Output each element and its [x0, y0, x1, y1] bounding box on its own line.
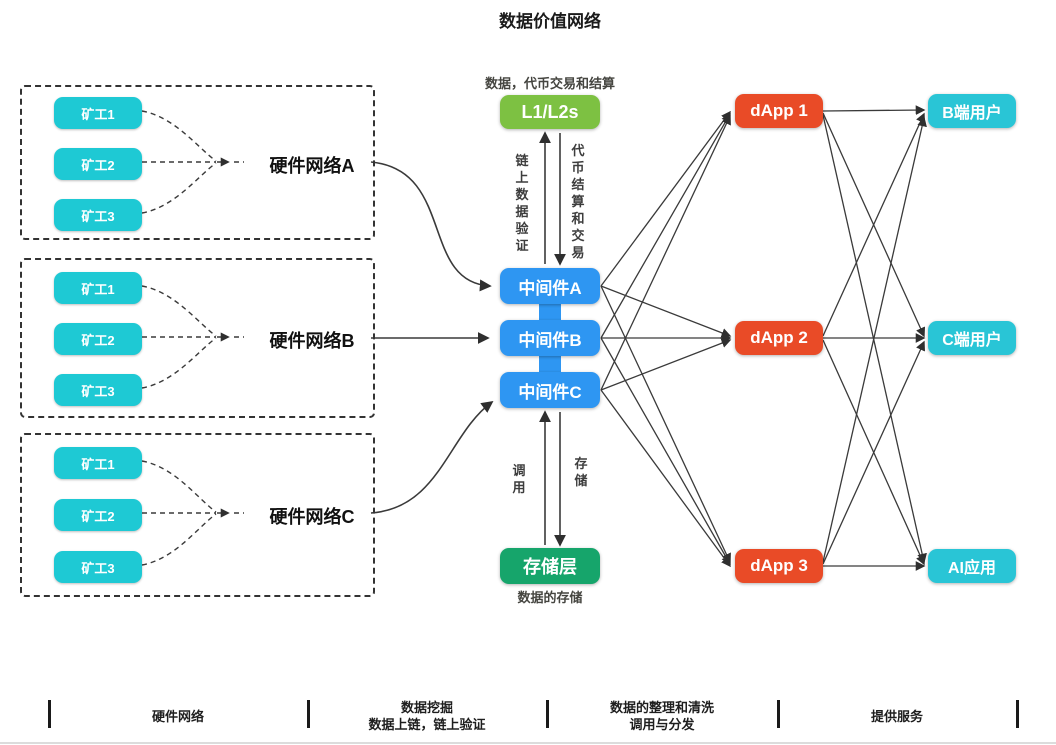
storage-layer-node: 存储层: [500, 548, 600, 584]
legend-data-cleaning: 数据的整理和清洗 调用与分发: [542, 699, 782, 733]
miner-node: 矿工3: [54, 551, 142, 583]
legend-line: 提供服务: [870, 708, 923, 724]
miner-node: 矿工2: [54, 148, 142, 180]
bottom-border: [0, 742, 1056, 744]
legend-line: 硬件网络: [151, 708, 204, 724]
middleware-c-node: 中间件C: [500, 372, 600, 408]
legend-data-mining: 数据挖掘 数据上链，链上验证: [307, 699, 547, 733]
token-settle-trade-label: 代币结算和交易: [571, 143, 585, 260]
middleware-a-node: 中间件A: [500, 268, 600, 304]
legend-line: 数据上链，链上验证: [368, 717, 486, 732]
diagram-title: 数据价值网络: [499, 12, 601, 31]
l1-l2s-node: L1/L2s: [500, 95, 600, 129]
c-end-users-node: C端用户: [928, 321, 1016, 355]
middleware-b-node: 中间件B: [500, 320, 600, 356]
hardware-network-a-group: 矿工1 矿工2 矿工3 硬件网络A: [20, 85, 375, 240]
legend-divider: [546, 700, 549, 728]
hardware-network-label: 硬件网络A: [269, 156, 355, 176]
miner-node: 矿工1: [54, 447, 142, 479]
hardware-network-label: 硬件网络C: [269, 507, 355, 527]
b-end-users-node: B端用户: [928, 94, 1016, 128]
call-label: 调用: [512, 463, 526, 495]
dapp-1-node: dApp 1: [735, 94, 823, 128]
legend-divider: [307, 700, 310, 728]
legend-line: 数据挖掘: [400, 700, 453, 715]
miner-node: 矿工2: [54, 499, 142, 531]
l1-caption: 数据，代币交易和结算: [484, 76, 615, 91]
miner-node: 矿工3: [54, 199, 142, 231]
hardware-network-c-group: 矿工1 矿工2 矿工3 硬件网络C: [20, 433, 375, 597]
hardware-network-b-group: 矿工1 矿工2 矿工3 硬件网络B: [20, 258, 375, 418]
store-label: 存储: [574, 456, 588, 488]
hardware-network-label: 硬件网络B: [269, 331, 355, 351]
ai-apps-node: AI应用: [928, 549, 1016, 583]
legend-line: 数据的整理和清洗: [609, 700, 714, 715]
legend-hardware-network: 硬件网络: [58, 699, 298, 733]
miner-node: 矿工1: [54, 97, 142, 129]
dapp-3-node: dApp 3: [735, 549, 823, 583]
legend-line: 调用与分发: [629, 717, 695, 732]
miner-node: 矿工1: [54, 272, 142, 304]
onchain-data-verify-label: 链上数据验证: [515, 153, 529, 253]
legend-divider: [48, 700, 51, 728]
miner-node: 矿工3: [54, 374, 142, 406]
miner-node: 矿工2: [54, 323, 142, 355]
legend-divider: [777, 700, 780, 728]
storage-caption: 数据的存储: [517, 590, 583, 605]
legend-provide-service: 提供服务: [777, 699, 1017, 733]
dapp-2-node: dApp 2: [735, 321, 823, 355]
legend-divider: [1016, 700, 1019, 728]
